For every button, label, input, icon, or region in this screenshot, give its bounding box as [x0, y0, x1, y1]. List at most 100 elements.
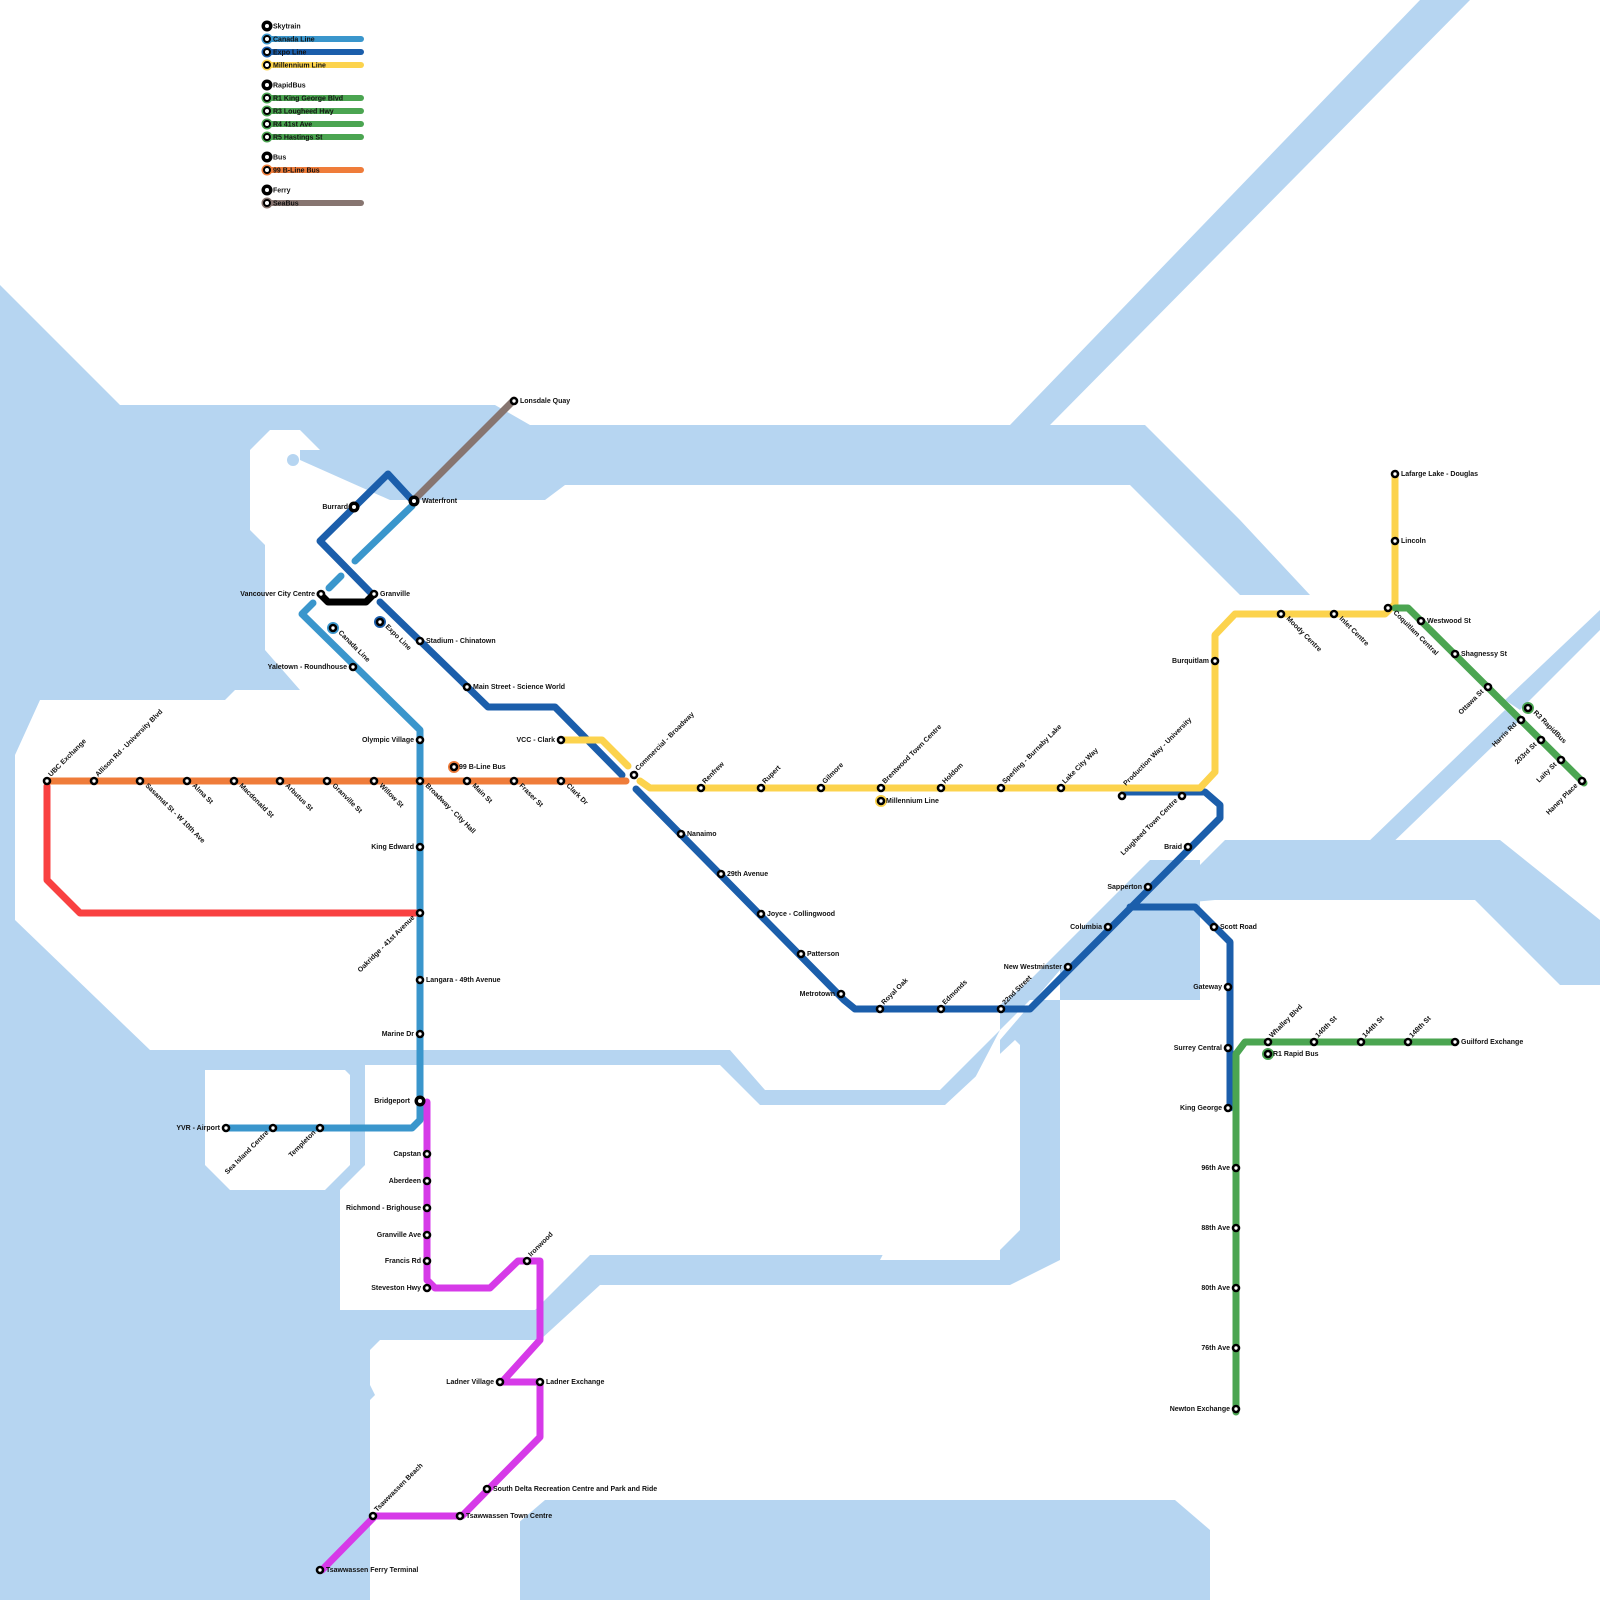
- station-label: Guilford Exchange: [1461, 1039, 1523, 1046]
- station-marker-icon: [1329, 609, 1339, 619]
- station-capstan[interactable]: Capstan: [393, 1149, 432, 1159]
- station-olympic-village[interactable]: Olympic Village: [362, 735, 425, 745]
- station-haney-place[interactable]: Haney Place: [1545, 776, 1587, 817]
- station-burrard[interactable]: Burrard: [322, 501, 360, 513]
- station-westwood-st[interactable]: Westwood St: [1416, 616, 1471, 626]
- station-marker-icon: [1577, 776, 1587, 786]
- station-new-westminster[interactable]: New Westminster: [1004, 962, 1073, 972]
- station-marker-icon: [1210, 656, 1220, 666]
- station-main-street-science-world[interactable]: Main Street - Science World: [462, 682, 565, 692]
- station-lonsdale-quay[interactable]: Lonsdale Quay: [509, 396, 570, 406]
- station-marker-icon: [415, 908, 425, 918]
- water-west: [0, 285, 1310, 1600]
- station-label: Olympic Village: [362, 737, 414, 744]
- station-label: Ottawa St: [1458, 688, 1486, 716]
- legend-group-label: RapidBus: [273, 83, 306, 90]
- station-newton-exchange[interactable]: Newton Exchange: [1170, 1404, 1241, 1414]
- station-tsawwassen-ferry-terminal[interactable]: Tsawwassen Ferry Terminal: [315, 1565, 418, 1575]
- station-sapperton[interactable]: Sapperton: [1107, 882, 1153, 892]
- station-ubc-exchange[interactable]: UBC Exchange: [42, 738, 88, 786]
- station-marker-icon: [509, 776, 519, 786]
- station-king-george[interactable]: King George: [1180, 1103, 1233, 1113]
- station-brentwood-town-centre[interactable]: Brentwood Town Centre: [876, 724, 943, 793]
- station-richmond-brighouse[interactable]: Richmond - Brighouse: [346, 1203, 432, 1213]
- station-yaletown-roundhouse[interactable]: Yaletown - Roundhouse: [268, 662, 358, 672]
- station-aberdeen[interactable]: Aberdeen: [389, 1176, 432, 1186]
- station-label: Tsawwassen Ferry Terminal: [326, 1567, 418, 1574]
- water-channel-north: [1010, 0, 1470, 425]
- station-ladner-exchange[interactable]: Ladner Exchange: [535, 1377, 604, 1387]
- station-marker-icon: [1356, 1037, 1366, 1047]
- station-langara-49th-avenue[interactable]: Langara - 49th Avenue: [415, 975, 501, 985]
- station-label: Patterson: [807, 951, 839, 958]
- station-braid[interactable]: Braid: [1164, 842, 1193, 852]
- r3-route: [1391, 604, 1588, 787]
- station-88th-ave[interactable]: 88th Ave: [1201, 1223, 1241, 1233]
- line-marker-r1-rapid-bus[interactable]: R1 Rapid Bus: [1262, 1048, 1319, 1060]
- line-marker-99-b-line-bus[interactable]: 99 B-Line Bus: [448, 761, 506, 773]
- station-allison-rd-university-blvd[interactable]: Allison Rd - University Blvd: [89, 709, 164, 786]
- line-marker-expo-line[interactable]: Expo Line: [374, 616, 412, 652]
- station-marker-icon: [936, 783, 946, 793]
- station-29th-avenue[interactable]: 29th Avenue: [716, 869, 768, 879]
- station-waterfront[interactable]: Waterfront: [408, 495, 458, 507]
- legend-group-marker-center: [265, 24, 269, 28]
- station-scott-road[interactable]: Scott Road: [1209, 922, 1257, 932]
- station-marker-icon: [275, 776, 285, 786]
- station-laity-st[interactable]: Laity St: [1536, 755, 1566, 784]
- station-label: New Westminster: [1004, 964, 1062, 971]
- station-broadway-city-hall[interactable]: Broadway - City Hall: [415, 776, 476, 835]
- station-lincoln[interactable]: Lincoln: [1390, 536, 1426, 546]
- station-burquitlam[interactable]: Burquitlam: [1172, 656, 1220, 666]
- interchange-station-center: [418, 1099, 422, 1103]
- station-stadium-chinatown[interactable]: Stadium - Chinatown: [415, 636, 496, 646]
- station-80th-ave[interactable]: 80th Ave: [1201, 1283, 1241, 1293]
- station-columbia[interactable]: Columbia: [1070, 922, 1113, 932]
- station-203rd-st[interactable]: 203rd St: [1514, 735, 1546, 766]
- station-granville[interactable]: Granville: [369, 589, 410, 599]
- station-yvr-airport[interactable]: YVR - Airport: [176, 1123, 231, 1133]
- station-sperling-burnaby-lake[interactable]: Sperling - Burnaby Lake: [996, 723, 1063, 793]
- station-marine-dr[interactable]: Marine Dr: [382, 1029, 425, 1039]
- station-label: Royal Oak: [880, 977, 909, 1006]
- station-ladner-village[interactable]: Ladner Village: [446, 1377, 505, 1387]
- station-label: Tsawwassen Town Centre: [466, 1513, 552, 1520]
- station-joyce-collingwood[interactable]: Joyce - Collingwood: [756, 909, 835, 919]
- station-label: 96th Ave: [1201, 1165, 1230, 1172]
- station-surrey-central[interactable]: Surrey Central: [1174, 1043, 1233, 1053]
- station-steveston-hwy[interactable]: Steveston Hwy: [371, 1283, 432, 1293]
- station-76th-ave[interactable]: 76th Ave: [1201, 1343, 1241, 1353]
- line-marker-millennium-line[interactable]: Millennium Line: [875, 795, 939, 807]
- station-marker-icon: [422, 1176, 432, 1186]
- station-king-edward[interactable]: King Edward: [371, 842, 425, 852]
- station-96th-ave[interactable]: 96th Ave: [1201, 1163, 1241, 1173]
- legend-item-station-icon: [263, 166, 271, 174]
- station-commercial-broadway[interactable]: Commercial - Broadway: [629, 711, 696, 780]
- station-guilford-exchange[interactable]: Guilford Exchange: [1450, 1037, 1523, 1047]
- legend-group-marker-center: [265, 155, 269, 159]
- station-label: Shagnessy St: [1461, 651, 1508, 658]
- station-marker-icon: [716, 869, 726, 879]
- station-gateway[interactable]: Gateway: [1193, 982, 1233, 992]
- station-lafarge-lake-douglas[interactable]: Lafarge Lake - Douglas: [1390, 469, 1478, 479]
- station-bridgeport[interactable]: Bridgeport: [374, 1095, 426, 1107]
- station-shagnessy-st[interactable]: Shagnessy St: [1450, 649, 1508, 659]
- station-south-delta-recreation-centre-and-park-and-ride[interactable]: South Delta Recreation Centre and Park a…: [482, 1484, 657, 1494]
- station-francis-rd[interactable]: Francis Rd: [385, 1256, 432, 1266]
- station-vcc-clark[interactable]: VCC - Clark: [516, 735, 566, 745]
- station-patterson[interactable]: Patterson: [796, 949, 839, 959]
- station-oakridge-41st-avenue[interactable]: Oakridge - 41st Avenue: [357, 908, 425, 974]
- station-granville-ave[interactable]: Granville Ave: [377, 1230, 432, 1240]
- downtown-link-route: [316, 590, 378, 606]
- legend-item-label: R5 Hastings St: [273, 135, 323, 142]
- station-tsawwassen-town-centre[interactable]: Tsawwassen Town Centre: [455, 1511, 552, 1521]
- legend-item-label: Canada Line: [273, 37, 315, 44]
- r4-route: [43, 782, 424, 917]
- station-nanaimo[interactable]: Nanaimo: [676, 829, 717, 839]
- station-ottawa-st[interactable]: Ottawa St: [1458, 682, 1493, 716]
- water-ne-river-2: [1365, 710, 1520, 850]
- station-vancouver-city-centre[interactable]: Vancouver City Centre: [240, 589, 326, 599]
- station-metrotown[interactable]: Metrotown: [800, 989, 846, 999]
- station-lake-city-way[interactable]: Lake City Way: [1056, 747, 1100, 793]
